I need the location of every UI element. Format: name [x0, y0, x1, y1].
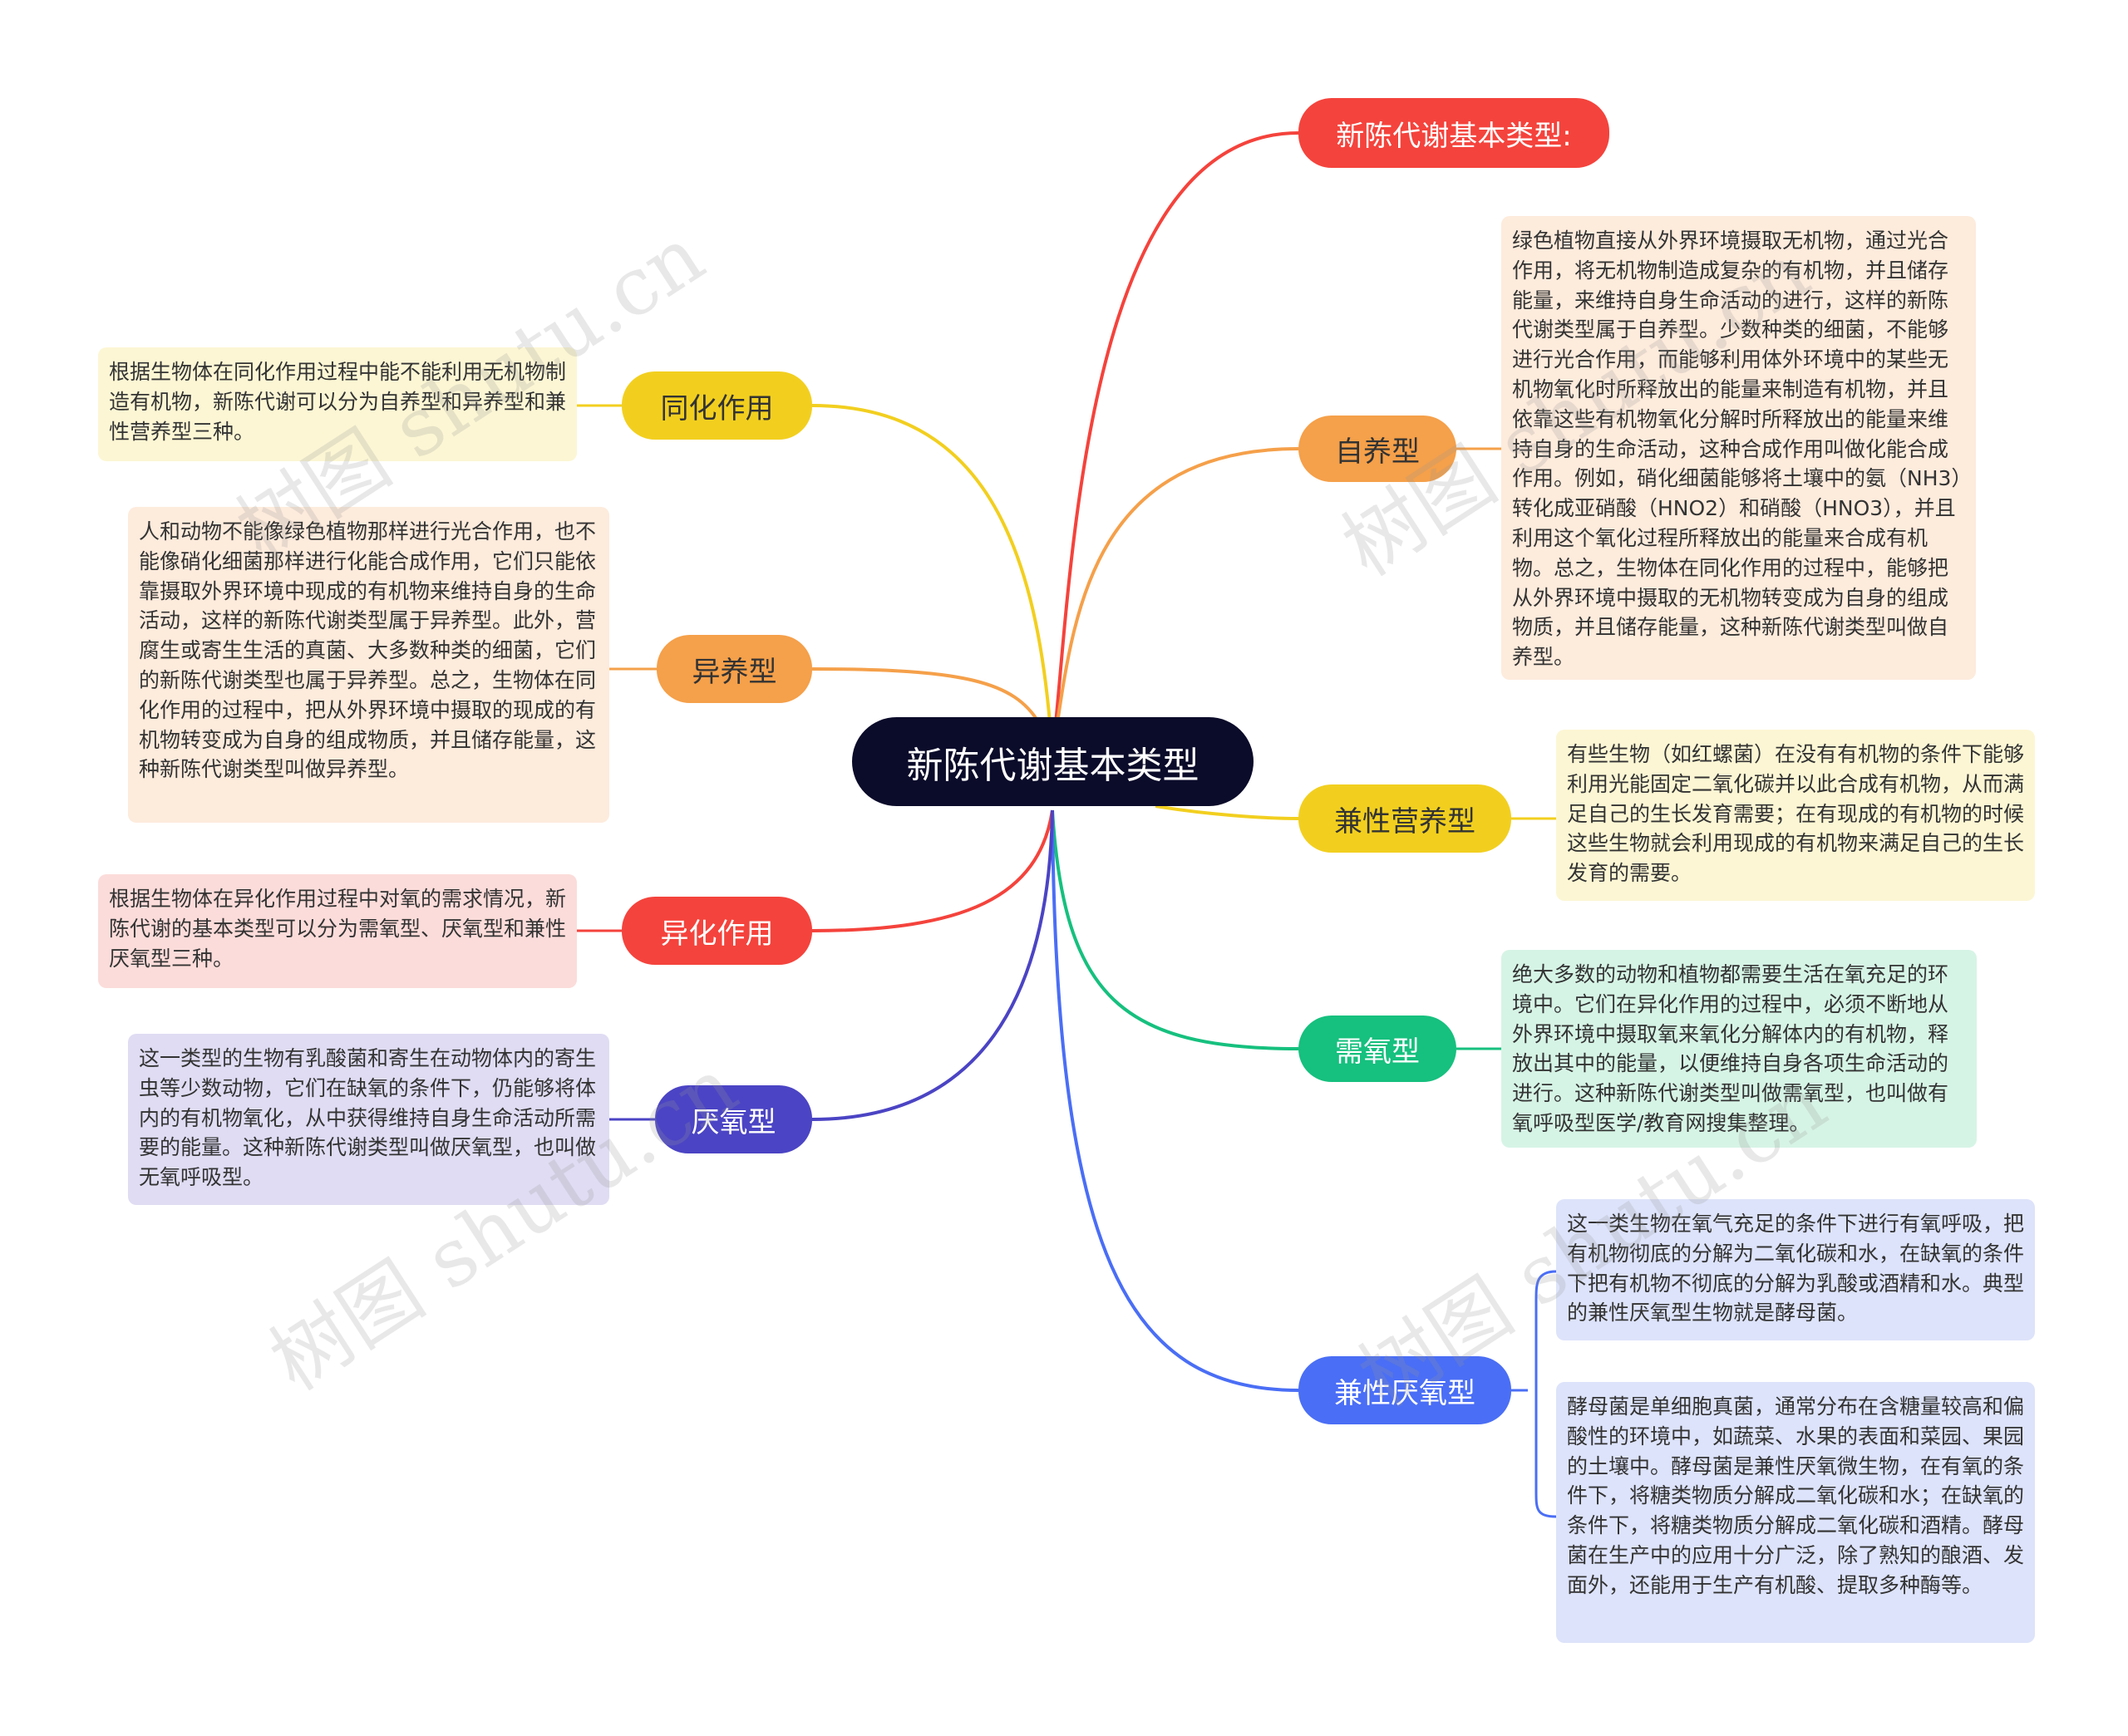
note-autotroph: 绿色植物直接从外界环境摄取无机物，通过光合作用，将无机物制造成复杂的有机物，并且… — [1501, 216, 1976, 680]
branch-aerobic[interactable]: 需氧型 — [1298, 1016, 1456, 1082]
root-topic[interactable]: 新陈代谢基本类型 — [852, 717, 1254, 806]
link-anaerobic — [811, 809, 1054, 1121]
branch-dissimilation[interactable]: 异化作用 — [622, 897, 812, 965]
note-anaerobic: 这一类型的生物有乳酸菌和寄生在动物体内的寄生虫等少数动物，它们在缺氧的条件下，仍… — [128, 1034, 609, 1205]
branch-heterotroph[interactable]: 异养型 — [657, 635, 812, 703]
note-aerobic: 绝大多数的动物和植物都需要生活在氧充足的环境中。它们在异化作用的过程中，必须不断… — [1501, 950, 1977, 1148]
link-dissimilation — [811, 809, 1054, 932]
link-assimilation — [811, 404, 1054, 757]
branch-assimilation[interactable]: 同化作用 — [622, 371, 812, 440]
note-facultative-2: 酵母菌是单细胞真菌，通常分布在含糖量较高和偏酸性的环境中，如蔬菜、水果的表面和菜… — [1556, 1382, 2035, 1643]
note-facultative-1: 这一类生物在氧气充足的条件下进行有氧呼吸，把有机物彻底的分解为二氧化碳和水，在缺… — [1556, 1199, 2035, 1340]
link-heterotroph — [811, 667, 1041, 725]
branch-autotroph[interactable]: 自养型 — [1298, 416, 1456, 482]
link-aerobic — [1051, 809, 1299, 1050]
link-facultative-notes — [1511, 1270, 1557, 1518]
link-facultative — [1051, 809, 1299, 1392]
branch-mixotroph[interactable]: 兼性营养型 — [1298, 784, 1511, 853]
branch-intro[interactable]: 新陈代谢基本类型: — [1298, 98, 1609, 168]
note-mixotroph: 有些生物（如红螺菌）在没有有机物的条件下能够利用光能固定二氧化碳并以此合成有机物… — [1556, 730, 2035, 901]
note-heterotroph: 人和动物不能像绿色植物那样进行光合作用，也不能像硝化细菌那样进行化能合成作用，它… — [128, 507, 609, 823]
branch-anaerobic[interactable]: 厌氧型 — [655, 1085, 812, 1153]
link-mixotroph — [1155, 804, 1299, 820]
note-dissimilation: 根据生物体在异化作用过程中对氧的需求情况，新陈代谢的基本类型可以分为需氧型、厌氧… — [98, 874, 577, 988]
link-autotroph — [1051, 447, 1299, 757]
note-assimilation: 根据生物体在同化作用过程中能不能利用无机物制造有机物，新陈代谢可以分为自养型和异… — [98, 347, 577, 461]
link-intro — [1051, 131, 1299, 757]
branch-facultative[interactable]: 兼性厌氧型 — [1298, 1356, 1511, 1424]
